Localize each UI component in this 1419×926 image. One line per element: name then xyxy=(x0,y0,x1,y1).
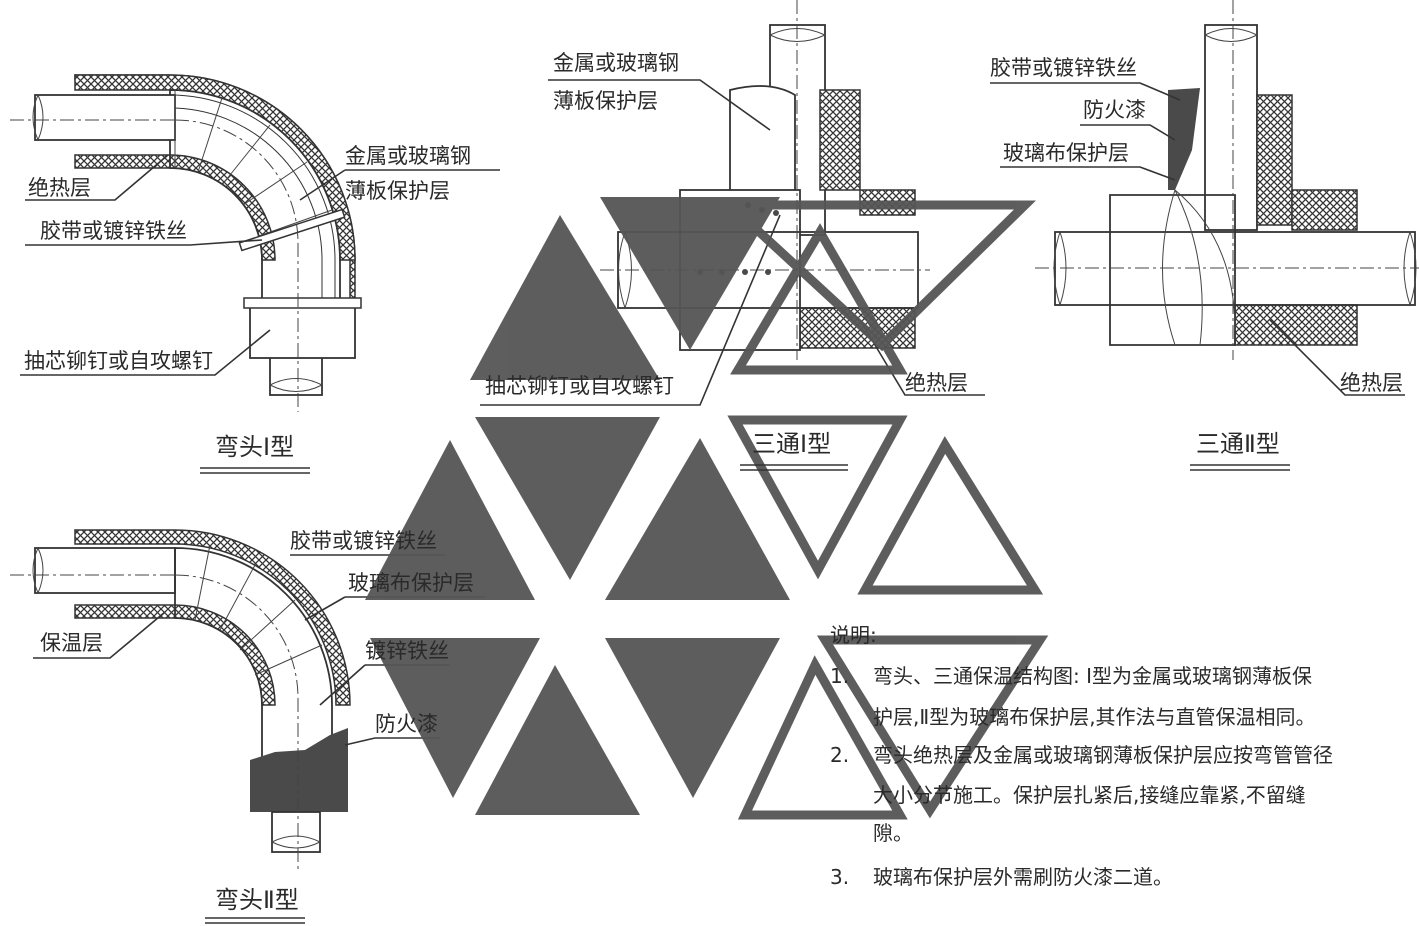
elbow1-shell-label-2: 薄板保护层 xyxy=(345,179,450,203)
elbow1-insulation-label: 绝热层 xyxy=(28,176,91,200)
elbow-type-1-figure xyxy=(10,74,500,412)
note-3-number: 3. xyxy=(830,865,849,889)
note-1-number: 1. xyxy=(830,664,849,688)
elbow-type-2-figure xyxy=(10,529,485,870)
notes-title: 说明: xyxy=(830,623,877,647)
note-2-number: 2. xyxy=(830,743,849,767)
note-2-line-2: 大小分节施工。保护层扎紧后,接缝应靠紧,不留缝 xyxy=(873,783,1306,807)
watermark-triangles xyxy=(365,197,1049,820)
elbow2-cloth-label: 玻璃布保护层 xyxy=(348,571,474,595)
caption-elbow-1: 弯头Ⅰ型 xyxy=(215,433,294,461)
elbow1-rivet-label: 抽芯铆钉或自攻螺钉 xyxy=(24,349,213,373)
notes-block: 说明: 1. 弯头、三通保温结构图: Ⅰ型为金属或玻璃钢薄板保 护层,Ⅱ型为玻璃… xyxy=(830,623,1333,889)
caption-tee-2: 三通Ⅱ型 xyxy=(1196,430,1280,458)
elbow1-tape-label: 胶带或镀锌铁丝 xyxy=(40,219,187,243)
figure-captions: 弯头Ⅰ型 三通Ⅰ型 三通Ⅱ型 弯头Ⅱ型 xyxy=(200,430,1290,924)
elbow2-keep-warm-label: 保温层 xyxy=(40,631,103,655)
note-1-line-2: 护层,Ⅱ型为玻璃布保护层,其作法与直管保温相同。 xyxy=(873,705,1316,729)
tee2-cloth-label: 玻璃布保护层 xyxy=(1003,141,1129,165)
elbow2-wire-label: 镀锌铁丝 xyxy=(365,639,449,663)
note-2-line-1: 弯头绝热层及金属或玻璃钢薄板保护层应按弯管管径 xyxy=(873,743,1333,767)
elbow1-shell-label-1: 金属或玻璃钢 xyxy=(345,144,471,168)
tee1-shell-label-2: 薄板保护层 xyxy=(553,89,658,113)
note-3-line-1: 玻璃布保护层外需刷防火漆二道。 xyxy=(873,865,1173,889)
note-1-line-1: 弯头、三通保温结构图: Ⅰ型为金属或玻璃钢薄板保 xyxy=(873,664,1312,688)
tee1-shell-label-1: 金属或玻璃钢 xyxy=(553,51,679,75)
tee1-rivet-label: 抽芯铆钉或自攻螺钉 xyxy=(485,374,674,398)
callout-labels: 绝热层 胶带或镀锌铁丝 金属或玻璃钢 薄板保护层 抽芯铆钉或自攻螺钉 金属或玻璃… xyxy=(24,51,1403,736)
tee2-tape-label: 胶带或镀锌铁丝 xyxy=(990,56,1137,80)
caption-tee-1: 三通Ⅰ型 xyxy=(752,430,831,458)
elbow2-tape-label: 胶带或镀锌铁丝 xyxy=(290,529,437,553)
note-2-line-3: 隙。 xyxy=(873,821,913,845)
caption-elbow-2: 弯头Ⅱ型 xyxy=(215,886,299,914)
elbow2-fire-paint-label: 防火漆 xyxy=(375,712,438,736)
tee2-fire-paint-label: 防火漆 xyxy=(1083,98,1146,122)
tee2-insulation-label: 绝热层 xyxy=(1340,371,1403,395)
tee-type-2-figure xyxy=(990,0,1419,396)
tee1-insulation-label: 绝热层 xyxy=(905,371,968,395)
